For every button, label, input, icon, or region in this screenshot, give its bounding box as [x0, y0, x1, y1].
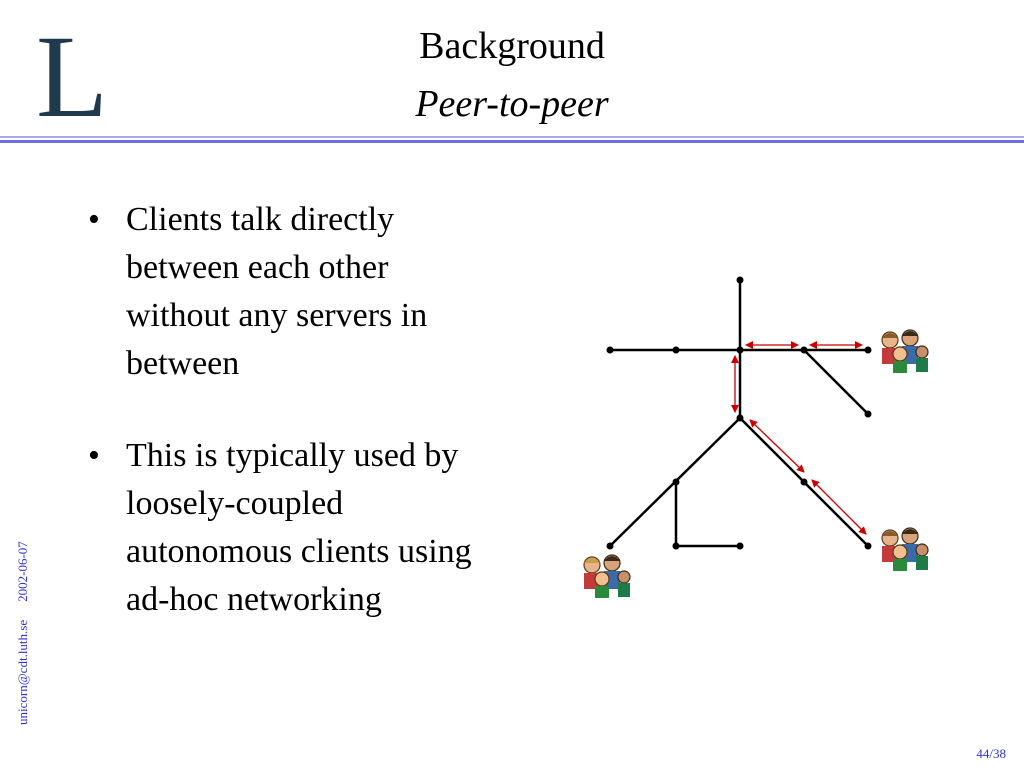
side-footer-text: unicorn@cdt.luth.se 2002-06-07: [15, 515, 31, 725]
network-node: [864, 542, 872, 550]
person-figure: [617, 570, 631, 597]
slide-title: Background: [419, 25, 605, 67]
network-node: [736, 276, 744, 284]
person-figure: [881, 529, 899, 562]
bullet-item: • This is typically used by loosely-coup…: [88, 432, 498, 624]
network-nodes: [606, 276, 872, 550]
network-node: [672, 346, 680, 354]
people-group-icon: [881, 329, 929, 373]
bullet-text: Clients talk directly between each other…: [126, 201, 428, 382]
network-node: [736, 346, 744, 354]
network-node: [800, 478, 808, 486]
bullet-text: This is typically used by loosely-couple…: [126, 437, 472, 618]
header-divider-thin: [0, 136, 1024, 138]
network-link: [803, 349, 869, 415]
message-arrow: [749, 419, 805, 473]
bullet-list: • Clients talk directly between each oth…: [88, 196, 498, 668]
person-figure: [594, 571, 610, 598]
page-number: 44/38: [976, 746, 1006, 761]
bullet-marker: •: [88, 201, 100, 238]
person-figure: [892, 346, 908, 373]
footer-email[interactable]: unicorn@cdt.luth.se: [15, 619, 30, 725]
network-links: [609, 280, 869, 548]
bullet-item: • Clients talk directly between each oth…: [88, 196, 498, 388]
header-divider-thick: [0, 140, 1024, 143]
side-footer: unicorn@cdt.luth.se 2002-06-07: [4, 520, 34, 730]
person-figure: [915, 345, 929, 372]
slide-subtitle: Peer-to-peer: [415, 83, 609, 125]
footer-date: 2002-06-07: [15, 541, 30, 602]
network-node: [864, 410, 872, 418]
message-arrows: [731, 341, 867, 535]
network-node: [736, 414, 744, 422]
network-node: [800, 346, 808, 354]
network-node: [606, 346, 614, 354]
bullet-marker: •: [88, 437, 100, 474]
network-node: [864, 346, 872, 354]
network-node: [736, 542, 744, 550]
person-figure: [915, 543, 929, 570]
network-node: [606, 542, 614, 550]
people-group-icon: [583, 554, 631, 598]
network-node: [672, 542, 680, 550]
logo-letter: L: [36, 11, 109, 142]
person-figure: [892, 544, 908, 571]
network-node: [672, 478, 680, 486]
message-arrow: [811, 479, 867, 535]
p2p-network-diagram: [583, 276, 929, 598]
people-group-icon: [881, 527, 929, 571]
